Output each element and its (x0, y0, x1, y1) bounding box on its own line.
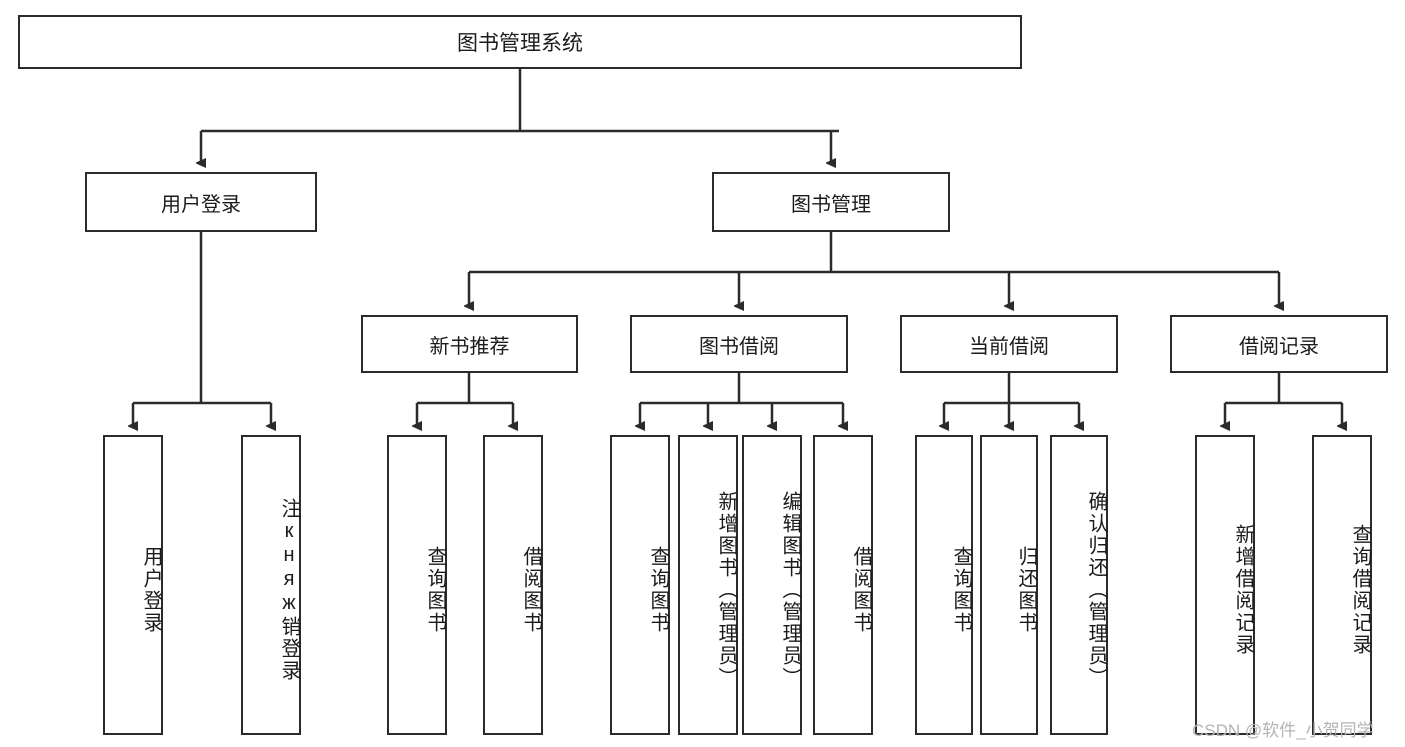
leaf-node-label: 确认归还（管理员） (1085, 491, 1107, 689)
node-user-login-label: 用户登录 (161, 193, 241, 216)
leaf-node-label: 编辑图书（管理员） (779, 491, 801, 689)
leaf-node[interactable]: 用户登录 (103, 435, 163, 735)
leaf-node[interactable]: 确认归还（管理员） (1050, 435, 1108, 735)
leaf-node-label: 借阅图书 (850, 546, 872, 634)
leaf-node[interactable]: 注княж销登录 (241, 435, 301, 735)
leaf-node-label: 借阅图书 (520, 546, 542, 634)
node-borrow-records[interactable]: 借阅记录 (1170, 315, 1388, 373)
leaf-node[interactable]: 归还图书 (980, 435, 1038, 735)
leaf-node-label: 查询图书 (424, 546, 446, 634)
node-new-book-recommendation[interactable]: 新书推荐 (361, 315, 578, 373)
node-book-borrow-label: 图书借阅 (699, 335, 779, 358)
leaf-node[interactable]: 借阅图书 (813, 435, 873, 735)
node-new-book-recommendation-label: 新书推荐 (429, 335, 510, 358)
leaf-node[interactable]: 新增借阅记录 (1195, 435, 1255, 735)
node-root-label: 图书管理系统 (457, 32, 583, 55)
leaf-node-label: 归还图书 (1015, 546, 1037, 634)
leaf-node[interactable]: 查询借阅记录 (1312, 435, 1372, 735)
leaf-node-label: 查询图书 (950, 546, 972, 634)
node-book-management[interactable]: 图书管理 (712, 172, 950, 232)
leaf-node[interactable]: 查询图书 (915, 435, 973, 735)
node-current-borrow-label: 当前借阅 (969, 335, 1049, 358)
node-borrow-records-label: 借阅记录 (1239, 335, 1319, 358)
leaf-node-label: 查询借阅记录 (1349, 524, 1371, 656)
leaf-node[interactable]: 编辑图书（管理员） (742, 435, 802, 735)
node-root[interactable]: 图书管理系统 (18, 15, 1022, 69)
leaf-node[interactable]: 新增图书（管理员） (678, 435, 738, 735)
leaf-node[interactable]: 查询图书 (610, 435, 670, 735)
leaf-node-label: 注княж销登录 (278, 498, 300, 682)
node-user-login[interactable]: 用户登录 (85, 172, 317, 232)
leaf-node[interactable]: 借阅图书 (483, 435, 543, 735)
node-book-management-label: 图书管理 (791, 193, 871, 216)
leaf-node-label: 查询图书 (647, 546, 669, 634)
leaf-node-label: 新增借阅记录 (1232, 524, 1254, 656)
node-book-borrow[interactable]: 图书借阅 (630, 315, 848, 373)
leaf-node[interactable]: 查询图书 (387, 435, 447, 735)
node-current-borrow[interactable]: 当前借阅 (900, 315, 1118, 373)
leaf-node-label: 用户登录 (140, 546, 162, 634)
leaf-node-label: 新增图书（管理员） (715, 491, 737, 689)
